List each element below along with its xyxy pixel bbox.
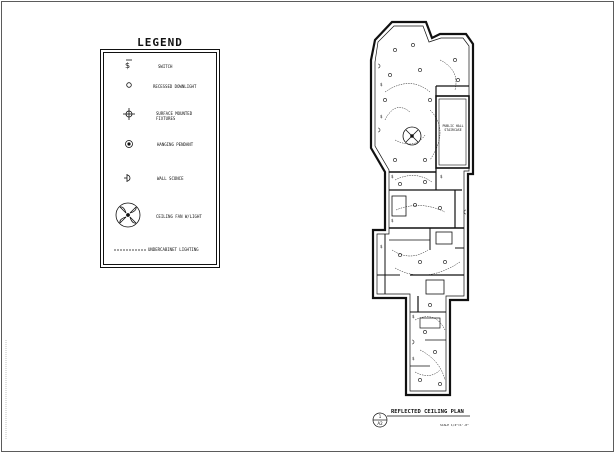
wall-sconce-icon — [124, 174, 131, 182]
floor-plan — [369, 20, 475, 397]
surface-mounted-fixture-icon — [123, 108, 135, 120]
ceiling-fan-light-icon — [115, 202, 141, 228]
legend-label-undercabinet: UNDERCABINET LIGHTING — [148, 247, 199, 252]
legend-label-ceiling-fan: CEILING FAN W/LIGHT — [156, 214, 202, 219]
svg-text:$: $ — [412, 314, 415, 319]
svg-text:$: $ — [412, 356, 415, 361]
legend-label-hanging-pendant: HANGING PENDANT — [157, 142, 194, 147]
public-hall-block — [435, 95, 470, 169]
svg-text:$: $ — [391, 174, 394, 179]
plan-sconces — [377, 63, 467, 345]
svg-text:$: $ — [391, 218, 394, 223]
svg-text:$: $ — [125, 61, 130, 70]
legend-label-recessed-downlight: RECESSED DOWNLIGHT — [153, 84, 197, 89]
svg-text:$: $ — [380, 244, 383, 249]
legend-box — [100, 49, 220, 268]
title-block-symbol — [372, 412, 470, 428]
switch-icon: $ — [125, 59, 132, 70]
title-block-number: 1 — [379, 414, 382, 419]
svg-text:$: $ — [380, 82, 383, 87]
room-label-public-hall: PUBLIC HALL STAIRCASE — [442, 124, 464, 132]
legend-label-switch: SWITCH — [158, 64, 173, 69]
hanging-pendant-icon — [125, 140, 133, 148]
drawing-scale: SCALE 1/4"=1'-0" — [440, 423, 469, 427]
title-block-sheet: A2 — [377, 421, 383, 426]
exterior-wall-inner — [374, 25, 470, 392]
legend-label-wall-sconce: WALL SCONCE — [157, 176, 184, 181]
legend-label-surface-mounted: SURFACE MOUNTED FIXTURES — [156, 111, 193, 121]
switch-wiring — [384, 59, 461, 381]
recessed-downlight-icon — [126, 82, 132, 88]
svg-text:$: $ — [440, 174, 443, 179]
exterior-wall — [369, 20, 475, 397]
drawing-title: REFLECTED CEILING PLAN — [391, 409, 464, 415]
svg-text:$: $ — [380, 114, 383, 119]
plan-ceiling-fan-icon — [402, 126, 422, 146]
plan-downlights — [383, 43, 460, 386]
plan-switches: $ $ $ $ $ $ $ $ — [380, 82, 443, 361]
legend-title: LEGEND — [137, 36, 183, 49]
